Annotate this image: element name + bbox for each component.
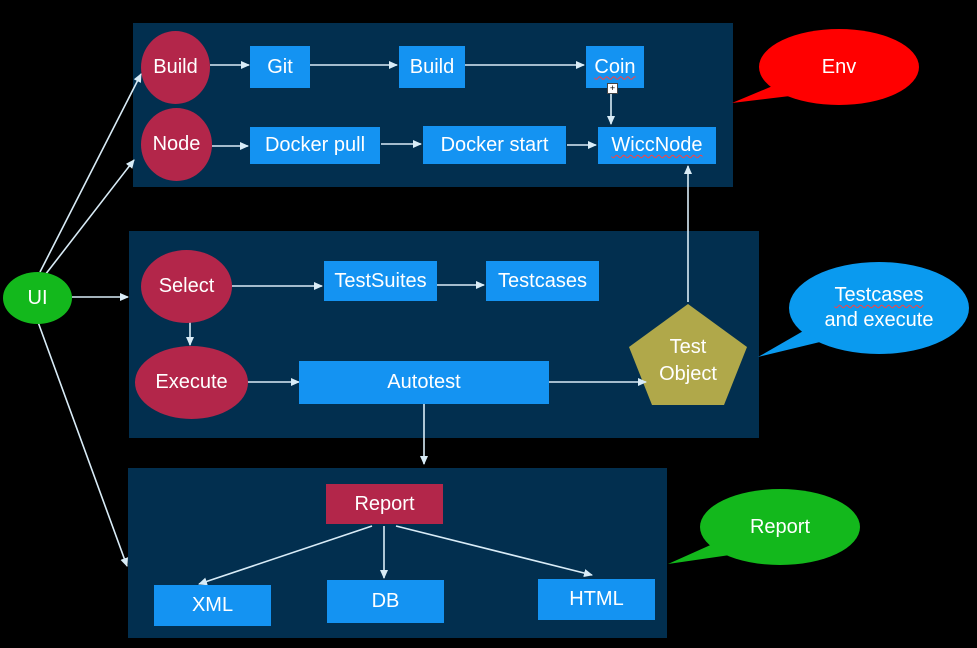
testcases-callout-shape xyxy=(758,262,969,357)
testcases-callout-line1: Testcases xyxy=(834,284,924,306)
ui-node: UI xyxy=(3,272,72,324)
node-oval: Node xyxy=(141,108,212,181)
coin-anchor-icon: + xyxy=(607,83,618,94)
report-callout-text: Report xyxy=(749,515,811,538)
env-callout-text: Env xyxy=(821,55,857,78)
arrow-report-xml xyxy=(198,525,373,586)
git-box: Git xyxy=(250,46,310,88)
arrow-ui-report xyxy=(37,321,129,567)
wiccnode-box: WiccNode xyxy=(598,127,716,164)
arrow-ui-node xyxy=(44,159,135,276)
build-oval: Build xyxy=(141,31,210,104)
autotest-box: Autotest xyxy=(299,361,549,404)
xml-box: XML xyxy=(154,585,271,626)
html-box: HTML xyxy=(538,579,655,620)
testcases-callout-line2: and execute xyxy=(824,309,934,331)
test-object-line1: Test xyxy=(669,336,707,358)
env-callout-shape xyxy=(732,29,919,105)
build-box: Build xyxy=(399,46,465,88)
test-object-line2: Object xyxy=(659,363,717,385)
testcases-box: Testcases xyxy=(486,261,599,301)
arrow-ui-build xyxy=(39,73,142,273)
coin-box: Coin xyxy=(586,46,644,88)
execute-oval: Execute xyxy=(135,346,248,419)
test-object-label: Test Object xyxy=(632,334,744,388)
report-callout: Report xyxy=(700,490,860,564)
env-callout: Env xyxy=(759,30,919,104)
report-callout-shape xyxy=(668,489,860,565)
arrow-report-html xyxy=(395,525,593,577)
testcases-callout: Testcases and execute xyxy=(789,262,969,354)
select-oval: Select xyxy=(141,250,232,323)
test-object-pentagon xyxy=(629,304,747,405)
docker-pull-box: Docker pull xyxy=(250,127,380,164)
report-box: Report xyxy=(326,484,443,524)
db-box: DB xyxy=(327,580,444,623)
docker-start-box: Docker start xyxy=(423,126,566,164)
testsuites-box: TestSuites xyxy=(324,261,437,301)
